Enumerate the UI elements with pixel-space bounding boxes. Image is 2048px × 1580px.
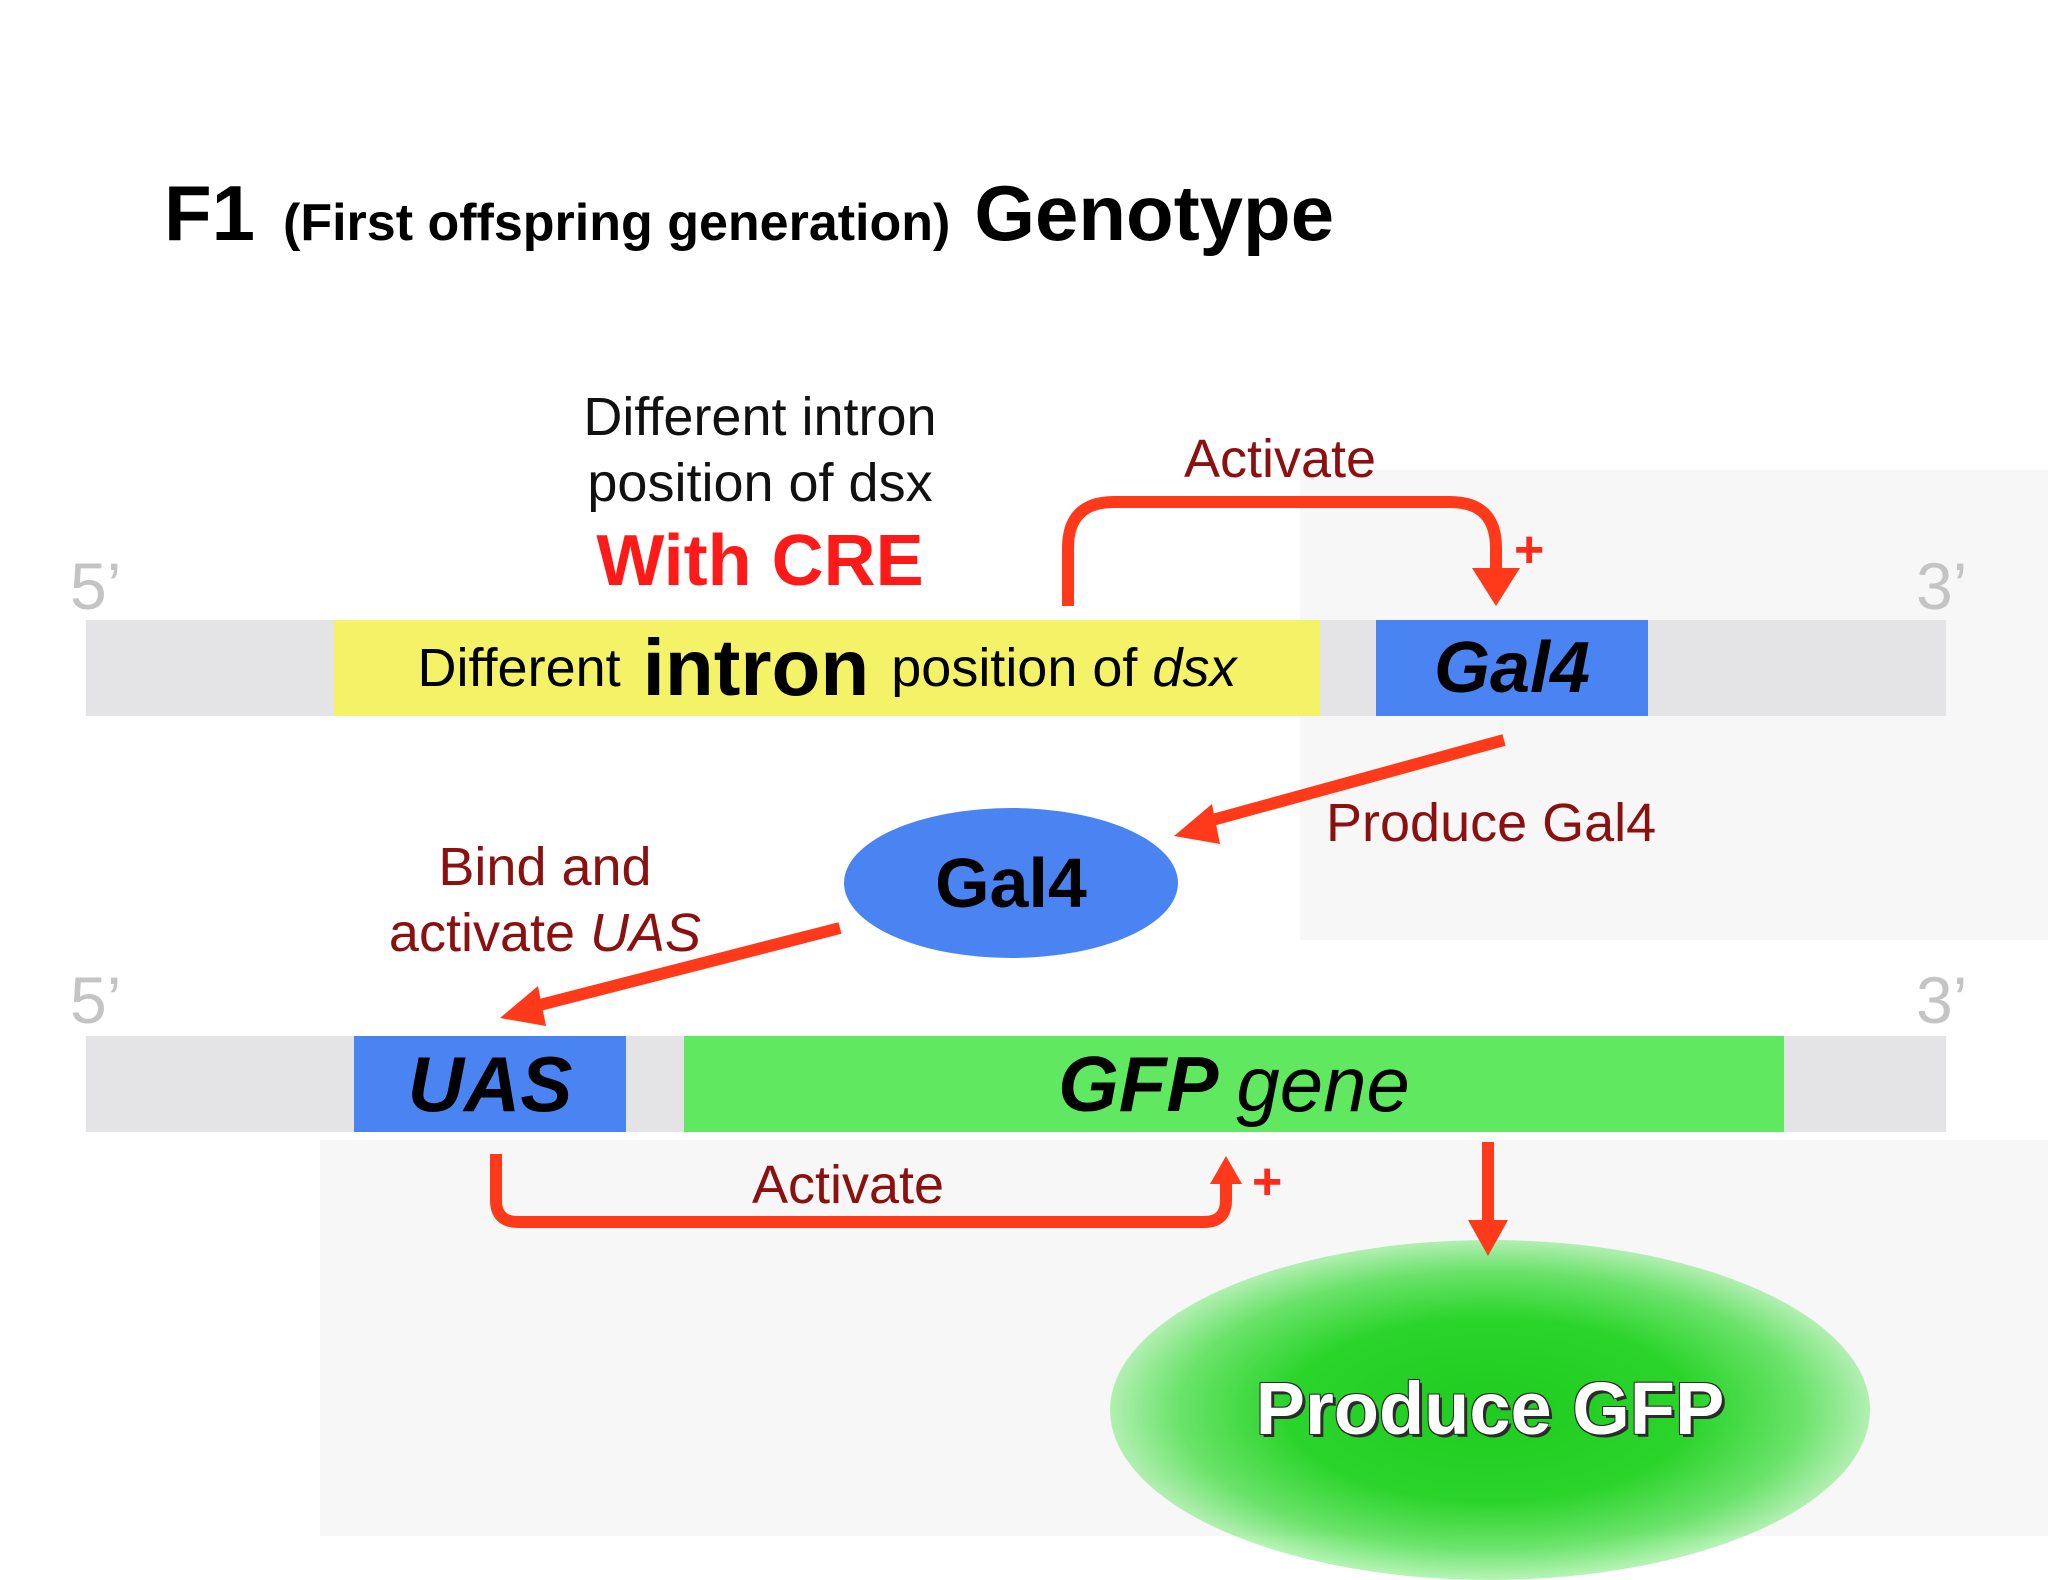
intron-note-line2: position of dsx	[587, 453, 933, 513]
bind-label-line1: Bind and	[438, 837, 652, 897]
produce-gal4-arrowhead	[1174, 804, 1220, 844]
title-subtitle: (First offspring generation)	[283, 194, 951, 252]
plus-sign-bottom: +	[1252, 1153, 1283, 1211]
bind-uas-arrowhead	[500, 986, 546, 1026]
produce-gfp-arrowhead	[1468, 1220, 1508, 1256]
intron-prefix: Different	[417, 638, 621, 698]
strand2-five-prime: 5’	[70, 963, 122, 1037]
page-title: F1 (First offspring generation) Genotype	[164, 168, 1334, 268]
title-suffix: Genotype	[974, 169, 1335, 257]
produce-gfp-label: Produce GFP	[1255, 1367, 1725, 1450]
bind-activate-uas-label: Bind and activate UAS	[380, 834, 710, 966]
title-main: F1	[164, 169, 256, 257]
gal4-gene-segment: Gal4	[1376, 620, 1648, 716]
with-cre-label: With CRE	[596, 521, 924, 601]
intron-suffix-dsx: dsx	[1152, 638, 1237, 698]
strand1-three-prime: 3’	[1916, 549, 1968, 623]
uas-segment: UAS	[354, 1036, 626, 1132]
bind-label-prefix: activate	[388, 903, 591, 963]
gfp-bold: GFP	[1058, 1039, 1219, 1128]
strand2-three-prime: 3’	[1916, 963, 1968, 1037]
produce-gal4-arrow	[1196, 734, 1506, 830]
intron-note-line1: Different intron	[583, 387, 937, 447]
produce-gal4-label: Produce Gal4	[1326, 793, 1657, 853]
intron-suffix-text: position of	[891, 638, 1153, 698]
gal4-protein: Gal4	[844, 808, 1178, 958]
activate-arrowhead-top	[1472, 568, 1520, 606]
activate-arrowhead-bottom	[1210, 1156, 1242, 1184]
bind-label-line2: activate UAS	[380, 900, 710, 966]
bind-uas-arrow	[526, 922, 842, 1014]
activate-label-bottom: Activate	[752, 1155, 945, 1215]
intron-suffix: position of dsx	[891, 637, 1236, 699]
activate-label-top: Activate	[1184, 429, 1377, 489]
intron-note: Different intron position of dsx	[520, 384, 1000, 516]
intron-bold-word: intron	[642, 623, 870, 712]
gfp-glow	[1110, 1240, 1870, 1580]
arrows-layer	[490, 496, 1520, 1256]
bind-label-uas: UAS	[590, 903, 702, 963]
activate-arrow-top	[1062, 496, 1502, 606]
activate-arrow-bottom	[490, 1154, 1232, 1228]
strand1-five-prime: 5’	[70, 549, 122, 623]
gfp-gene-segment: GFP gene	[684, 1036, 1784, 1132]
intron-segment: Different intron position of dsx	[334, 620, 1320, 716]
gfp-rest: gene	[1236, 1039, 1410, 1128]
